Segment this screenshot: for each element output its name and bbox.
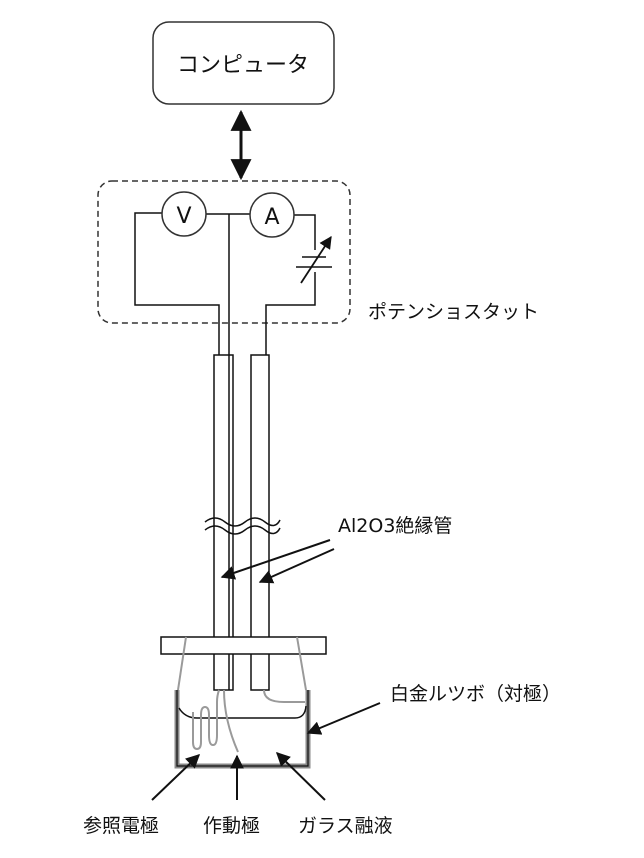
support-plate <box>160 636 327 655</box>
voltmeter-icon <box>161 191 207 237</box>
platinum-crucible <box>174 689 311 769</box>
computer-box: コンピュータ <box>152 21 335 105</box>
reference-electrode-coil <box>192 689 220 751</box>
ammeter-icon <box>249 192 295 238</box>
potentiostat-box: V A <box>97 180 351 690</box>
insulator-tubes <box>204 354 281 691</box>
reference-electrode-label: 参照電極 <box>83 815 159 837</box>
ammeter-label: A <box>264 205 279 230</box>
variable-capacitor-icon <box>300 235 332 284</box>
working-electrode-label: 作動極 <box>203 815 260 837</box>
glass-melt-surface <box>178 705 307 719</box>
computer-label: コンピュータ <box>177 53 309 78</box>
potentiostat-label: ポテンショスタット <box>368 301 539 323</box>
insulator-tube-label: Al2O3絶縁管 <box>338 515 452 537</box>
working-electrode-wire <box>223 689 239 753</box>
break-mark <box>204 517 281 527</box>
voltmeter-label: V <box>176 204 191 229</box>
glass-melt-label: ガラス融液 <box>298 815 393 837</box>
crucible-label: 白金ルツボ（対極） <box>390 683 561 705</box>
